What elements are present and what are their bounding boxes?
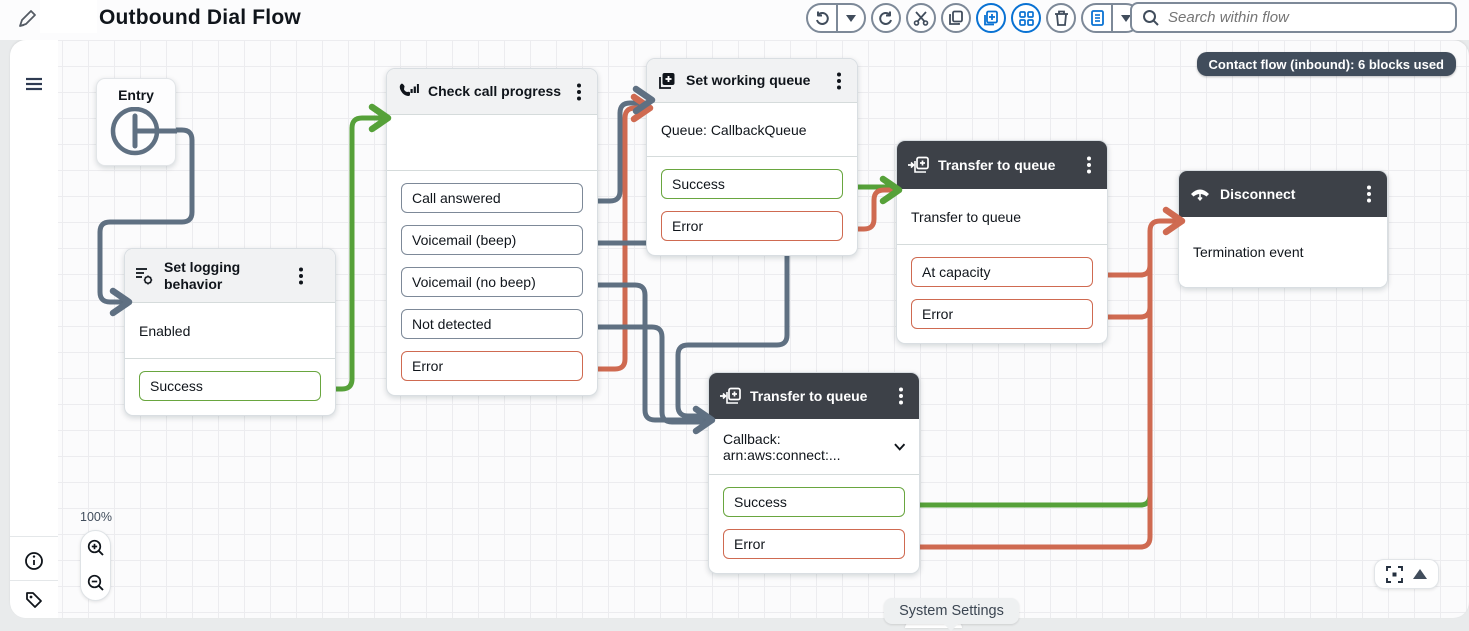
- block-title: Transfer to queue: [938, 156, 1056, 173]
- fit-to-view-icon[interactable]: [1385, 565, 1403, 583]
- block-parameter: Queue: CallbackQueue: [647, 103, 857, 157]
- redo-icon: [879, 11, 892, 25]
- block-title: Set logging behavior: [164, 259, 241, 292]
- cut-icon: [913, 11, 929, 26]
- minimap-controls: [1374, 559, 1439, 589]
- system-settings-tooltip: System Settings: [884, 598, 1019, 624]
- snap-grid-icon: [1018, 10, 1034, 26]
- left-sidebar: [10, 40, 58, 618]
- notes-button[interactable]: [1083, 5, 1111, 31]
- undo-button[interactable]: [808, 5, 836, 31]
- output-error[interactable]: Error: [723, 529, 905, 559]
- info-icon: [25, 552, 43, 570]
- copy-icon: [949, 10, 963, 25]
- block-parameter: Callback: arn:aws:connect:...: [723, 430, 841, 463]
- block-title: Set working queue: [686, 72, 811, 89]
- output-error[interactable]: Error: [661, 211, 843, 241]
- undo-icon: [816, 11, 829, 25]
- block-menu-kebab-icon[interactable]: [1361, 185, 1377, 203]
- search-input[interactable]: [1168, 4, 1450, 31]
- output-call-answered[interactable]: Call answered: [401, 183, 583, 213]
- block-menu-kebab-icon[interactable]: [893, 387, 909, 405]
- block-title: Transfer to queue: [750, 387, 868, 404]
- hamburger-icon: [26, 77, 42, 91]
- logging-gear-icon: [136, 267, 153, 284]
- hang-up-icon: [1191, 189, 1209, 202]
- block-parameter: Termination event: [1179, 217, 1387, 287]
- block-parameter: Enabled: [125, 303, 335, 359]
- status-badge: Contact flow (inbound): 6 blocks used: [1196, 52, 1456, 76]
- flow-toolbar: [806, 2, 1141, 34]
- output-voicemail-no-beep[interactable]: Voicemail (no beep): [401, 267, 583, 297]
- zoom-controls: [80, 530, 111, 601]
- output-error[interactable]: Error: [401, 351, 583, 381]
- notes-icon: [1090, 10, 1104, 26]
- output-success[interactable]: Success: [661, 169, 843, 199]
- zoom-out-icon[interactable]: [87, 574, 105, 592]
- undo-history-button[interactable]: [836, 5, 864, 31]
- cut-button[interactable]: [906, 3, 936, 33]
- output-at-capacity[interactable]: At capacity: [911, 257, 1093, 287]
- copy-button[interactable]: [941, 3, 971, 33]
- block-transfer-to-queue-2[interactable]: Transfer to queue Callback: arn:aws:conn…: [708, 372, 920, 574]
- collapse-up-icon[interactable]: [1413, 569, 1428, 579]
- tag-icon: [26, 592, 42, 608]
- chevron-down-icon: [1121, 14, 1131, 22]
- block-title: Disconnect: [1220, 185, 1296, 202]
- paste-new-button[interactable]: [976, 3, 1006, 33]
- chevron-down-icon[interactable]: [893, 442, 905, 451]
- tags-button[interactable]: [10, 580, 58, 620]
- top-header: Outbound Dial Flow: [0, 0, 1469, 40]
- block-menu-kebab-icon[interactable]: [293, 267, 309, 285]
- output-voicemail-beep[interactable]: Voicemail (beep): [401, 225, 583, 255]
- transfer-queue-icon: [720, 387, 741, 404]
- undo-group: [806, 3, 866, 33]
- block-set-logging-behavior[interactable]: Set logging behavior Enabled Success: [124, 248, 336, 416]
- edit-pencil-icon[interactable]: [16, 8, 38, 30]
- block-menu-kebab-icon[interactable]: [571, 83, 587, 101]
- block-parameter: Transfer to queue: [897, 189, 1107, 245]
- system-settings-label: System Settings: [899, 603, 1004, 619]
- phone-progress-icon: [399, 83, 419, 96]
- block-menu-kebab-icon[interactable]: [831, 72, 847, 90]
- entry-port-icon[interactable]: [97, 107, 177, 167]
- rail-divider: [10, 580, 58, 581]
- title-edit-field[interactable]: [40, 0, 97, 33]
- block-entry[interactable]: Entry: [96, 78, 177, 167]
- block-title: Check call progress: [428, 83, 562, 100]
- rail-divider: [10, 536, 58, 537]
- delete-button[interactable]: [1046, 3, 1076, 33]
- hamburger-menu-button[interactable]: [10, 64, 58, 104]
- zoom-in-icon[interactable]: [87, 539, 105, 557]
- info-button[interactable]: [10, 541, 58, 581]
- block-transfer-to-queue-1[interactable]: Transfer to queue Transfer to queue At c…: [896, 140, 1108, 344]
- delete-icon: [1054, 10, 1068, 26]
- page-title: Outbound Dial Flow: [99, 6, 301, 29]
- block-check-call-progress[interactable]: Check call progress Call answered Voicem…: [386, 68, 598, 396]
- output-success[interactable]: Success: [723, 487, 905, 517]
- transfer-queue-icon: [908, 156, 929, 173]
- block-disconnect[interactable]: Disconnect Termination event: [1178, 170, 1388, 288]
- snap-grid-button[interactable]: [1011, 3, 1041, 33]
- paste-new-icon: [984, 10, 998, 26]
- output-error[interactable]: Error: [911, 299, 1093, 329]
- block-parameter-empty: [387, 115, 597, 171]
- output-not-detected[interactable]: Not detected: [401, 309, 583, 339]
- redo-button[interactable]: [871, 3, 901, 33]
- zoom-level: 100%: [80, 510, 112, 524]
- search-icon: [1143, 10, 1159, 26]
- block-title: Entry: [118, 87, 154, 103]
- chevron-down-icon: [846, 14, 856, 22]
- queue-plus-icon: [659, 72, 675, 89]
- collapsed-panel-edge: [905, 622, 962, 628]
- notes-more-button[interactable]: [1111, 5, 1139, 31]
- block-set-working-queue[interactable]: Set working queue Queue: CallbackQueue S…: [646, 58, 858, 256]
- block-menu-kebab-icon[interactable]: [1081, 156, 1097, 174]
- flow-search: [1130, 2, 1457, 33]
- output-success[interactable]: Success: [139, 371, 321, 401]
